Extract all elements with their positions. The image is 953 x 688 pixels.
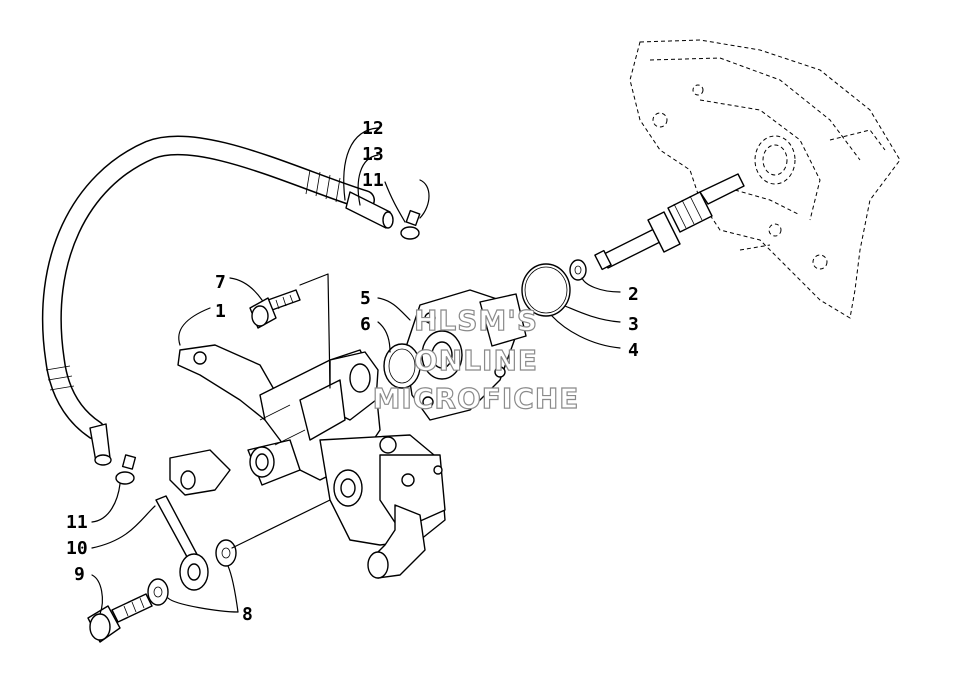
- callout-5: 5: [360, 288, 371, 309]
- watermark-line-1: HLSM'S: [414, 304, 538, 337]
- drive-shaft: [594, 173, 745, 271]
- o-ring-4: [521, 263, 571, 317]
- callout-6: 6: [360, 314, 371, 335]
- leader-lines: [91, 127, 621, 615]
- hose-clamp-upper: [400, 209, 421, 240]
- oil-pump-body: [169, 344, 446, 579]
- washer-8a: [215, 539, 237, 567]
- callout-labels: 1 2 3 4 5 6 7 8 9 10 11 11 12 13: [66, 118, 639, 625]
- callout-13: 13: [362, 144, 384, 165]
- callout-7: 7: [215, 272, 226, 293]
- callout-4: 4: [628, 340, 639, 361]
- watermark-line-2: ONLINE: [414, 344, 538, 377]
- washer-3: [569, 259, 587, 281]
- alignment-line-8: [231, 499, 331, 549]
- callout-3: 3: [628, 314, 639, 335]
- engine-case: [629, 39, 901, 319]
- callout-12: 12: [362, 118, 384, 139]
- watermark: HLSM'S ONLINE MICROFICHE: [372, 303, 580, 415]
- watermark-line-3: MICROFICHE: [373, 382, 580, 415]
- oil-hose: [41, 135, 394, 466]
- callout-11-lower: 11: [66, 512, 88, 533]
- hose-clamp-lower: [115, 454, 137, 485]
- callout-8: 8: [242, 604, 253, 625]
- callout-9: 9: [74, 564, 85, 585]
- bolt-9: [87, 593, 153, 643]
- callout-1: 1: [215, 301, 226, 322]
- callout-2: 2: [628, 284, 639, 305]
- washer-8b: [147, 578, 169, 606]
- bolt-7: [249, 289, 301, 329]
- banjo-fitting: [155, 495, 209, 591]
- callout-10: 10: [66, 538, 88, 559]
- gasket-6: [383, 343, 421, 389]
- pump-cover: [404, 289, 527, 421]
- callout-11-upper: 11: [362, 170, 384, 191]
